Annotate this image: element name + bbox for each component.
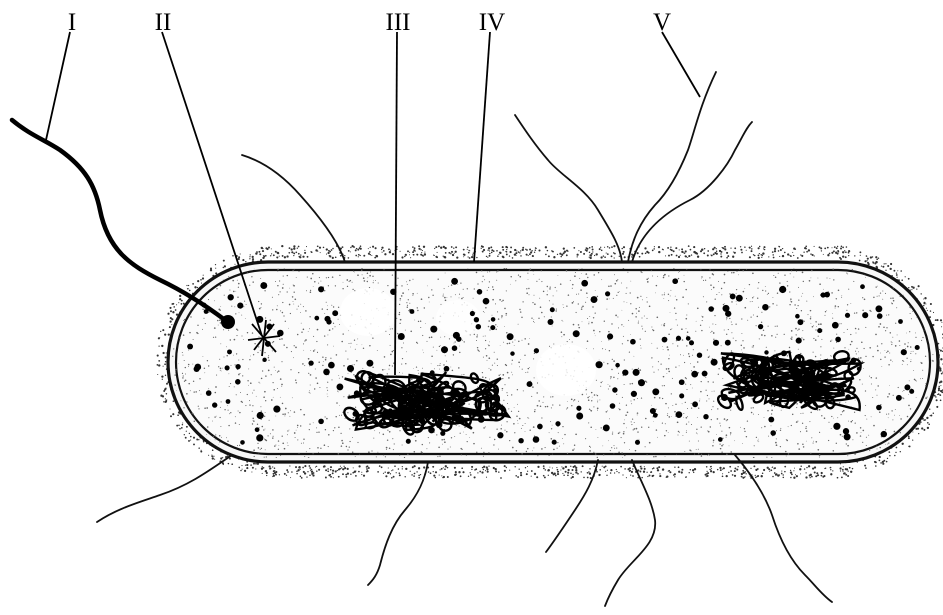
label-pili: V	[653, 10, 671, 35]
label-basal-body: II	[155, 10, 172, 35]
flagellum	[12, 120, 225, 320]
label-flagellum: I	[68, 10, 76, 35]
label-cell-wall: IV	[479, 10, 505, 35]
label-nucleoid: III	[386, 10, 411, 35]
basal-body	[221, 315, 235, 329]
